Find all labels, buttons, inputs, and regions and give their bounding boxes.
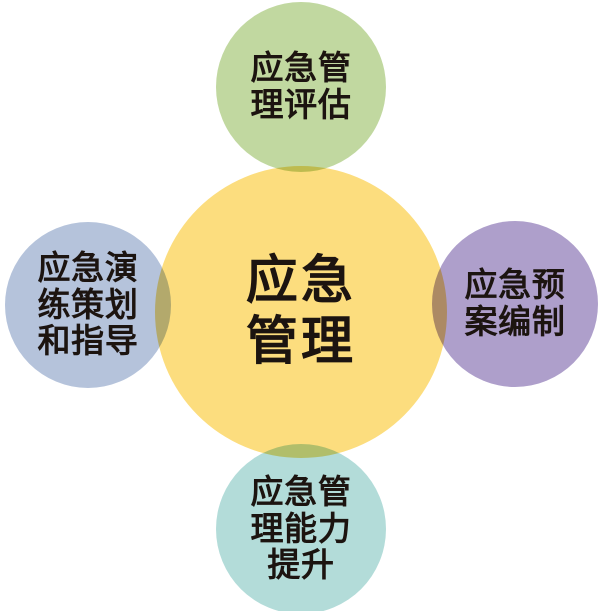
- satellite-node-emergency-management-assessment[interactable]: 应急管 理评估: [216, 2, 386, 172]
- satellite-node-right-label: 应急预 案编制: [464, 266, 566, 340]
- satellite-node-emergency-drill-planning-and-guidance[interactable]: 应急演 练策划 和指导: [5, 222, 171, 388]
- satellite-node-emergency-management-capability-improvement[interactable]: 应急管 理能力 提升: [216, 444, 386, 611]
- center-node-emergency-management[interactable]: 应急 管理: [155, 166, 447, 458]
- satellite-node-left-label: 应急演 练策划 和指导: [37, 248, 139, 360]
- center-node-label: 应急 管理: [245, 251, 357, 371]
- satellite-node-top-label: 应急管 理评估: [250, 49, 352, 123]
- satellite-node-emergency-plan-preparation[interactable]: 应急预 案编制: [432, 221, 598, 387]
- satellite-node-bottom-label: 应急管 理能力 提升: [250, 472, 352, 584]
